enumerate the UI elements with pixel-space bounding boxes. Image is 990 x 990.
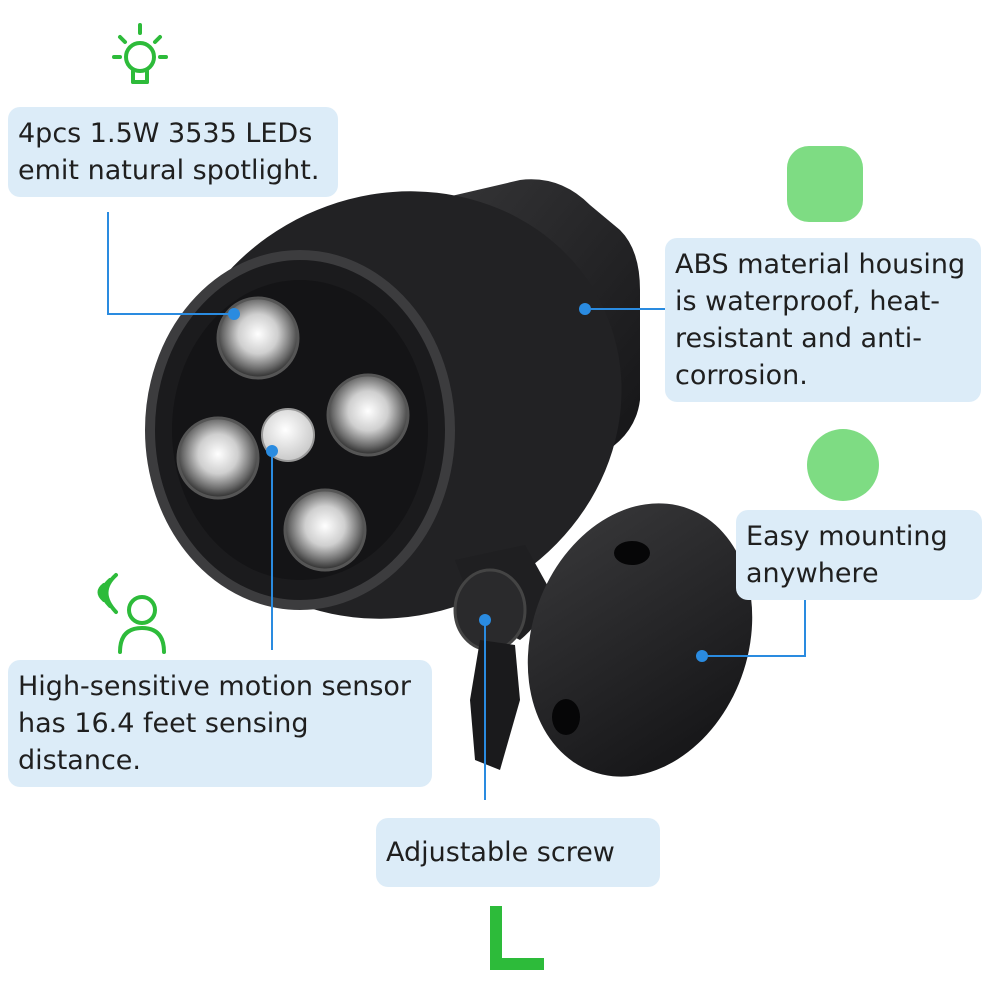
callout-housing: ABS material housing is waterproof, heat… xyxy=(665,238,981,402)
callout-sensor-line: has 16.4 feet sensing xyxy=(18,708,309,739)
mounting-base xyxy=(527,503,753,777)
leader-dots xyxy=(228,303,708,662)
led xyxy=(326,373,410,457)
callout-screw-line: Adjustable screw xyxy=(386,837,615,868)
callout-mounting-line: anywhere xyxy=(746,558,879,589)
mounting-stem xyxy=(470,640,520,770)
callout-leds: 4pcs 1.5W 3535 LEDs emit natural spotlig… xyxy=(8,107,338,197)
callout-housing-line: corrosion. xyxy=(675,360,808,391)
callout-screw: Adjustable screw xyxy=(376,818,660,887)
callout-sensor: High-sensitive motion sensor has 16.4 fe… xyxy=(8,660,432,787)
adjustable-screw-joint xyxy=(453,568,527,652)
leader-lines xyxy=(107,212,806,800)
callout-housing-line: resistant and anti- xyxy=(675,323,923,354)
callout-sensor-line: distance. xyxy=(18,745,141,776)
callout-sensor-line: High-sensitive motion sensor xyxy=(18,671,412,702)
callout-mounting-line: Easy mounting xyxy=(746,521,948,552)
callout-housing-line: ABS material housing xyxy=(675,249,966,280)
callout-leds-line: 4pcs 1.5W 3535 LEDs xyxy=(18,118,313,149)
led xyxy=(283,488,367,572)
callout-leds-line: emit natural spotlight. xyxy=(18,155,320,186)
callout-housing-line: is waterproof, heat- xyxy=(675,286,941,317)
mount-hole xyxy=(614,541,650,565)
callout-mounting: Easy mounting anywhere xyxy=(736,510,982,600)
mount-hole xyxy=(552,699,580,735)
led xyxy=(176,416,260,500)
